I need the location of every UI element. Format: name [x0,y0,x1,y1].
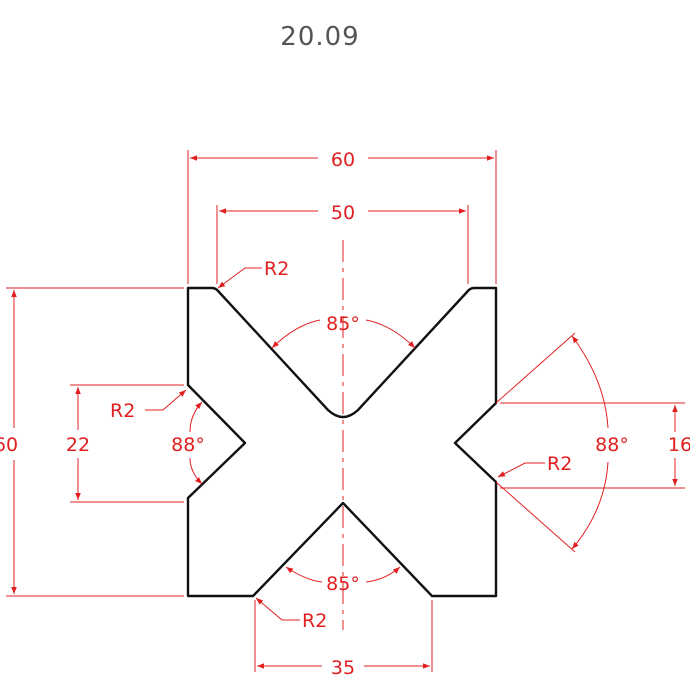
angle-arc [365,566,401,583]
angle-arc [271,319,321,349]
dim-left-notch-height: 22 [66,384,184,503]
dimension-label: 22 [66,434,90,456]
leader-line [217,267,262,289]
part-outline [186,286,498,598]
angle-top: 85° [271,313,416,349]
angle-arc [365,319,416,349]
radius-label: R2 [110,400,135,422]
dim-bottom-v-width: 35 [254,600,433,679]
dim-overall-width: 60 [187,149,497,284]
dim-overall-height: 60 [0,287,184,597]
radius-bottom: R2 [255,597,327,632]
angle-label: 85° [326,313,360,335]
angle-arc [285,566,323,583]
angle-arc [571,335,609,429]
angle-arc [189,457,203,485]
extension-line [495,481,576,553]
angle-bottom: 85° [285,566,401,595]
dimension-label: 35 [331,657,355,679]
radius-top: R2 [217,258,289,289]
radius-label: R2 [264,258,289,280]
dimension-label: 60 [0,434,18,456]
leader-line [497,462,545,478]
angle-right: 88° [495,332,629,553]
radius-label: R2 [302,610,327,632]
dim-right-notch-height: 16 [500,402,690,489]
angle-arc [571,461,609,550]
angle-label: 85° [326,573,360,595]
drawing-title: 20.09 [280,22,359,52]
leader-line [145,389,187,411]
radius-label: R2 [547,453,572,475]
radius-left: R2 [110,389,187,422]
leader-line [255,597,300,621]
dimension-label: 60 [331,149,355,171]
dimension-label: 50 [331,202,355,224]
extension-line [495,332,576,404]
angle-label: 88° [171,434,205,456]
dimension-label: 16 [668,434,690,456]
angle-left: 88° [171,401,205,485]
radius-right: R2 [497,453,572,478]
angle-label: 88° [595,434,629,456]
angle-arc [189,401,203,433]
dim-top-v-width: 50 [216,202,469,284]
